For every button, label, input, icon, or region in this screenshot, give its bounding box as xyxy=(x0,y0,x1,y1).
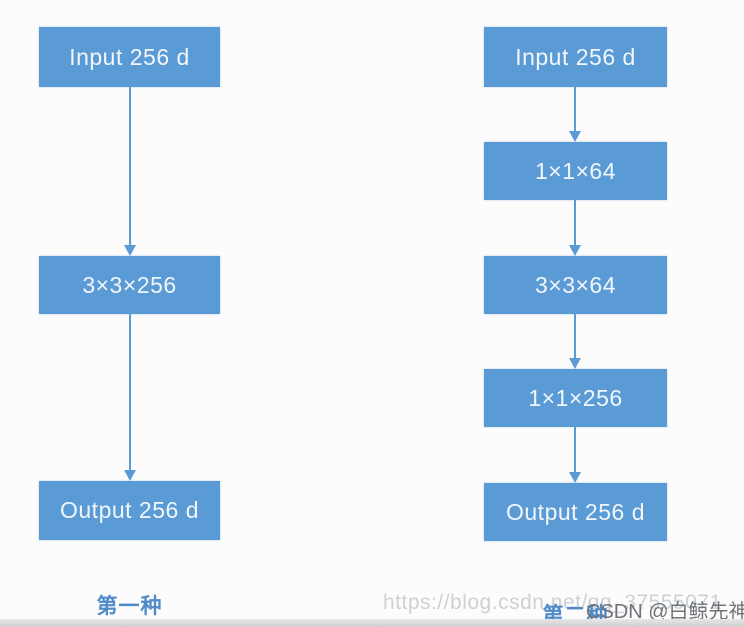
watermark-credit: CSDN @白鲸先神 xyxy=(586,601,744,623)
node-input-right: Input 256 d xyxy=(484,27,667,87)
arrow-shaft xyxy=(574,200,576,245)
arrow-shaft xyxy=(574,427,576,472)
arrow-down-icon xyxy=(569,427,581,483)
arrow-down-icon xyxy=(569,314,581,369)
arrow-shaft xyxy=(129,314,131,470)
arrow-shaft xyxy=(129,87,131,245)
arrow-head xyxy=(124,470,136,481)
arrow-down-icon xyxy=(569,87,581,142)
arrow-down-icon xyxy=(569,200,581,256)
node-input-left: Input 256 d xyxy=(39,27,220,87)
arrow-shaft xyxy=(574,87,576,131)
arrow-down-icon xyxy=(124,87,136,256)
node-output-right: Output 256 d xyxy=(484,483,667,541)
arrow-head xyxy=(569,358,581,369)
node-conv3x3x256: 3×3×256 xyxy=(39,256,220,314)
arrow-head xyxy=(569,472,581,483)
arrow-head xyxy=(569,131,581,142)
caption-first-type: 第一种 xyxy=(96,595,163,618)
node-conv1x1x256: 1×1×256 xyxy=(484,369,667,427)
arrow-head xyxy=(124,245,136,256)
arrow-shaft xyxy=(574,314,576,358)
node-conv1x1x64: 1×1×64 xyxy=(484,142,667,200)
node-conv3x3x64: 3×3×64 xyxy=(484,256,667,314)
watermark-url: https://blog.csdn.net/qq_37555071 xyxy=(383,591,722,614)
arrow-head xyxy=(569,245,581,256)
bottom-edge-strip xyxy=(0,619,744,627)
node-output-left: Output 256 d xyxy=(39,481,220,540)
arrow-down-icon xyxy=(124,314,136,481)
